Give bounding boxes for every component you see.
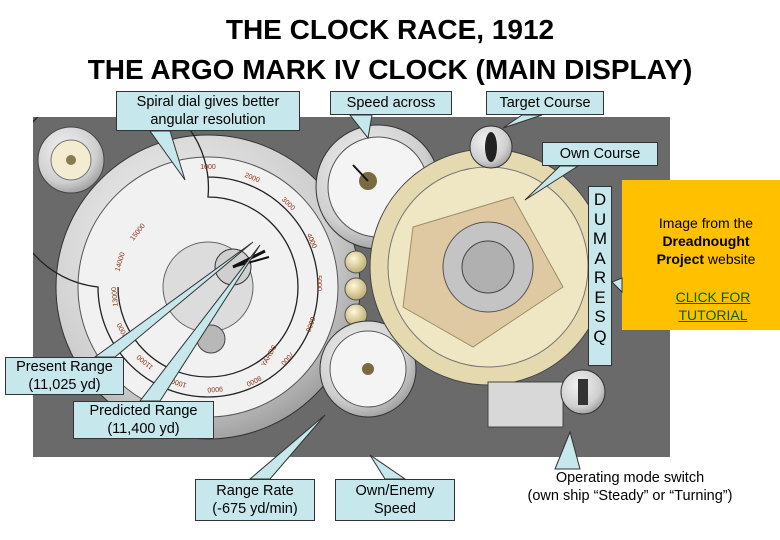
speed-across-callout: Speed across: [330, 91, 452, 115]
credit-line-1: Image from the: [658, 215, 754, 231]
credit-box: Image from the Dreadnought Project websi…: [622, 180, 780, 330]
target-course-dial: [469, 125, 513, 169]
credit-line-3-bold: Project: [656, 251, 705, 267]
operating-mode-switch-plate: [487, 369, 606, 428]
range-rate-dial: [319, 320, 417, 418]
small-range-dial: [37, 126, 105, 194]
dumaresq-instrument: [369, 148, 607, 386]
range-rate-callout: Range Rate(-675 yd/min): [195, 479, 315, 521]
credit-line-2: Dreadnought: [662, 233, 750, 249]
dial-tick-label: 5000: [315, 275, 323, 291]
control-knobs: [344, 250, 368, 327]
dial-tick-label: 1000: [200, 164, 216, 171]
dial-tick-label: 9000: [207, 385, 223, 393]
tutorial-link[interactable]: CLICK FOR TUTORIAL: [675, 289, 751, 323]
dumaresq-label: DUMARESQ: [588, 186, 612, 366]
title-line-1: THE CLOCK RACE, 1912: [225, 14, 555, 45]
own-course-callout: Own Course: [542, 142, 658, 166]
present-range-callout: Present Range(11,025 yd): [5, 357, 124, 395]
target-course-callout: Target Course: [486, 91, 604, 115]
title-line-2: THE ARGO MARK IV CLOCK (MAIN DISPLAY): [87, 54, 693, 85]
predicted-range-callout: Predicted Range(11,400 yd): [73, 401, 214, 439]
own-enemy-speed-pointer: [369, 454, 407, 480]
operating-mode-caption: Operating mode switch (own ship “Steady”…: [527, 470, 733, 504]
credit-line-3-rest: website: [704, 251, 756, 267]
dial-tick-label: 6000: [304, 316, 316, 333]
